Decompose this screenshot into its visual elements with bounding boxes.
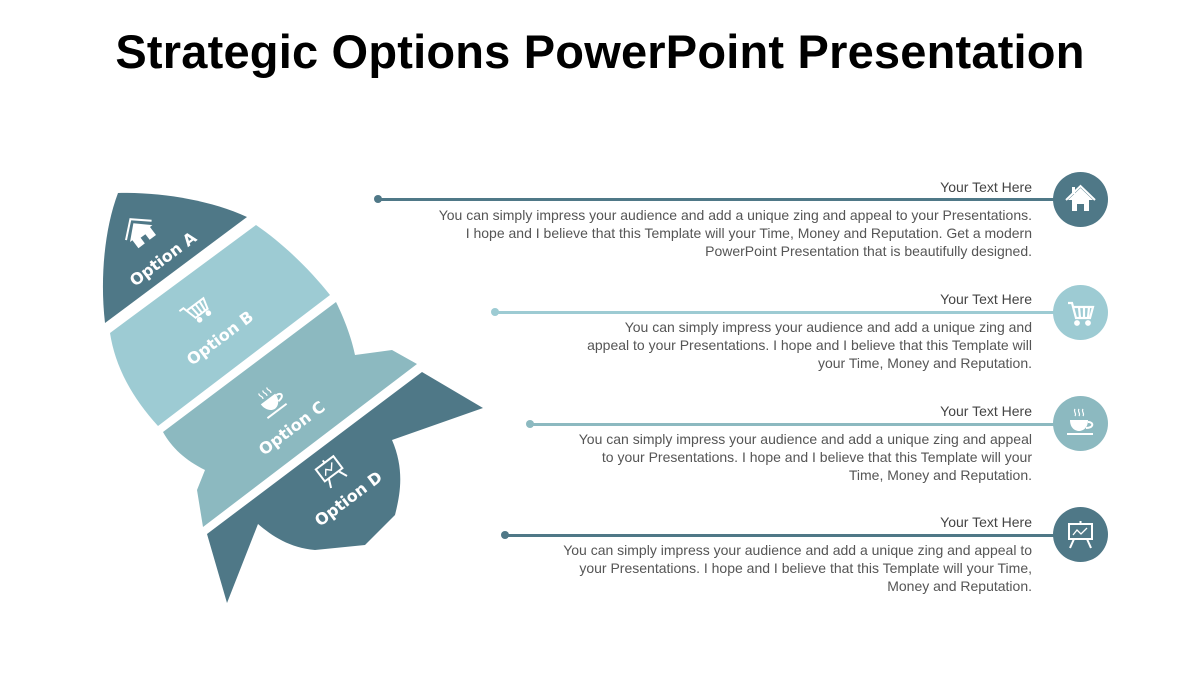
item-heading: Your Text Here xyxy=(940,291,1032,307)
coffee-cup-icon xyxy=(258,387,288,420)
rocket-segment-c[interactable] xyxy=(163,302,417,527)
presentation-board-icon xyxy=(1068,521,1093,549)
connector-line xyxy=(530,423,1058,426)
connector-line xyxy=(505,534,1058,537)
item-heading: Your Text Here xyxy=(940,179,1032,195)
coffee-cup-icon xyxy=(1067,408,1094,435)
item-heading: Your Text Here xyxy=(940,403,1032,419)
presentation-board-icon xyxy=(314,454,348,489)
item-icon-circle xyxy=(1053,172,1108,227)
rocket-segment-b[interactable] xyxy=(110,225,330,426)
shopping-cart-icon xyxy=(1068,301,1095,326)
item-description: You can simply impress your audience and… xyxy=(587,319,1032,371)
item-icon-circle xyxy=(1053,396,1108,451)
slide-title: Strategic Options PowerPoint Presentatio… xyxy=(115,25,1085,78)
item-heading: Your Text Here xyxy=(940,514,1032,530)
item-description: You can simply impress your audience and… xyxy=(578,431,1032,483)
item-description: You can simply impress your audience and… xyxy=(438,207,1032,259)
item-description: You can simply impress your audience and… xyxy=(563,542,1032,594)
house-icon xyxy=(1065,184,1096,211)
house-icon xyxy=(125,218,157,249)
connector-line xyxy=(495,311,1058,314)
shopping-cart-icon xyxy=(178,296,212,323)
item-icon-circle xyxy=(1053,507,1108,562)
rocket-segment-d[interactable] xyxy=(207,372,483,603)
item-icon-circle xyxy=(1053,285,1108,340)
connector-line xyxy=(378,198,1058,201)
